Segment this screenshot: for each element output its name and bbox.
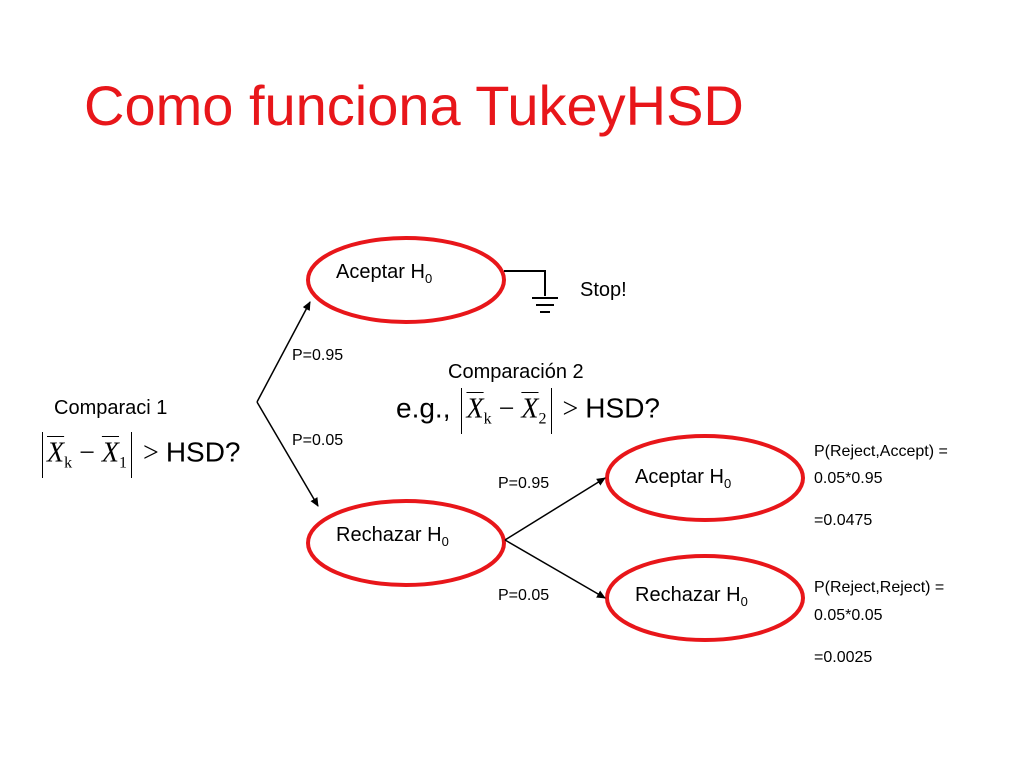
abs-bar [550,388,552,434]
formula-subscript: 1 [119,454,128,472]
result-reject-accept-line1: P(Reject,Accept) = [814,443,948,460]
comparison-2-label: Comparación 2 [448,361,584,383]
abs-bar [131,432,133,478]
result-reject-reject-line1: P(Reject,Reject) = [814,579,945,596]
abs-bar [42,432,43,478]
formula-subscript: k [64,454,73,472]
slide-title: Como funciona TukeyHSD [84,74,744,137]
probability-label: P=0.95 [292,347,344,364]
node-label-text: Aceptar H [635,466,724,488]
reject-mid-node-label: Rechazar H0 [336,525,449,548]
accept-right-node-label: Aceptar H0 [635,467,731,490]
formula-hsd: HSD? [585,392,660,424]
node-label-subscript: 0 [740,594,748,609]
accept-top-node-label: Aceptar H0 [336,262,432,285]
branch-arrow-reject [256,401,319,507]
formula-minus: − [79,437,95,469]
comparison-2-formula: e.g., Xk − X2 > HSD? [396,388,660,434]
formula-greater-than: > [562,393,579,425]
node-label-subscript: 0 [424,271,433,286]
node-label-text: Rechazar H [635,584,741,606]
abs-bar [461,388,463,434]
formula-minus: − [498,393,515,425]
result-reject-reject-value: =0.0025 [814,649,873,666]
formula-greater-than: > [143,437,159,469]
formula-subscript: 2 [538,410,547,428]
formula-mean-symbol: X [521,393,539,425]
comparison-1-label: Comparaci 1 [54,397,168,419]
branch-arrow-accept [256,301,311,403]
probability-label: P=0.05 [498,587,550,604]
node-label-subscript: 0 [723,476,732,491]
result-reject-reject-line2: 0.05*0.05 [814,607,883,624]
accept-right-node-ellipse [605,434,805,522]
reject-right-node-label: Rechazar H0 [635,585,748,608]
stop-label: Stop! [580,279,627,301]
accept-top-node-ellipse [306,236,506,324]
probability-label: P=0.05 [292,432,344,449]
formula-eg: e.g., [396,392,451,424]
reject-mid-node-ellipse [306,499,506,587]
formula-subscript: k [483,410,492,428]
node-label-text: Rechazar H [336,524,442,546]
reject-right-node-ellipse [605,554,805,642]
node-label-subscript: 0 [441,534,449,549]
branch-arrow-accept-2 [504,477,606,541]
result-reject-accept-value: =0.0475 [814,512,873,529]
probability-label: P=0.95 [498,475,550,492]
formula-mean-symbol: X [466,393,484,425]
formula-hsd: HSD? [165,436,241,468]
formula-mean-symbol: X [47,437,65,469]
formula-mean-symbol: X [101,437,120,469]
comparison-1-formula: Xk − X1 > HSD? [38,432,241,478]
ground-stop-icon [504,270,558,313]
branch-arrow-reject-2 [504,539,606,599]
node-label-text: Aceptar H [336,261,425,283]
result-reject-accept-line2: 0.05*0.95 [814,470,883,487]
